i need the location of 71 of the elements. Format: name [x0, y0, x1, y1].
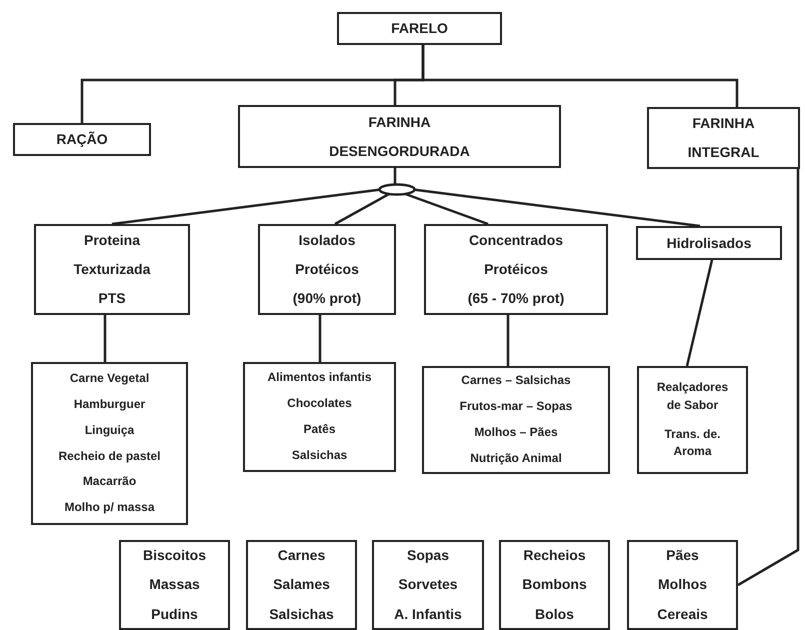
connector-line	[506, 315, 510, 366]
node-label: (90% prot)	[292, 288, 362, 308]
node-label: PTS	[98, 288, 126, 308]
node-label: Salames	[273, 575, 330, 594]
node-label: Pudins	[151, 604, 198, 624]
node-label: FARINHA INTEGRAL	[686, 114, 760, 162]
node-label: Salsichas	[292, 446, 348, 464]
text-box	[119, 540, 230, 630]
node-label: Proteina Texturizada	[72, 231, 152, 280]
node-label: Hamburguer	[74, 396, 146, 413]
node-label: Frutos-mar – Sopas	[460, 398, 572, 416]
node-label: Molhos	[658, 575, 707, 594]
connector-line	[412, 188, 700, 228]
node-label: Molhos – Pães	[474, 424, 558, 441]
node-label: RAÇÃO	[56, 130, 108, 150]
text-box	[31, 362, 188, 525]
node-label: A. Infantis	[394, 604, 462, 624]
node-label: Isolados Protéicos	[294, 231, 360, 280]
text-box	[246, 540, 357, 630]
node-label: Linguiça	[84, 422, 134, 439]
node-label: Trans. de. Aroma	[663, 426, 722, 460]
node-label: Pães	[666, 546, 699, 565]
text-box	[637, 366, 748, 474]
text-box	[647, 107, 800, 169]
node-label: Sorvetes	[398, 575, 458, 594]
node-label: Concentrados Protéicos	[468, 231, 564, 280]
connector-line	[104, 315, 106, 362]
connector-line	[394, 168, 396, 184]
text-box	[13, 123, 151, 156]
connector-line	[404, 192, 488, 226]
node-label: Recheio de pastel	[58, 448, 161, 464]
node-label: Molho p/ massa	[64, 499, 155, 516]
connector-line	[318, 315, 322, 362]
text-box	[627, 540, 738, 630]
connector-line	[686, 260, 714, 366]
connector-line	[112, 188, 382, 226]
text-box	[424, 224, 608, 315]
node-label: Bombons	[522, 575, 587, 594]
connector-line	[334, 192, 391, 226]
node-label: FARELO	[391, 19, 448, 38]
node-label: Recheios	[523, 546, 586, 565]
node-label: Biscoitos	[142, 546, 206, 565]
text-box	[337, 12, 502, 45]
text-box	[258, 224, 396, 315]
text-box	[243, 362, 396, 472]
node-label: Alimentos infantis	[267, 369, 372, 386]
node-label: Cereais	[657, 604, 708, 624]
node-label: Carnes – Salsichas	[461, 372, 571, 390]
text-box	[34, 224, 190, 315]
text-box	[636, 226, 782, 260]
node-label: Massas	[149, 575, 200, 594]
text-box	[422, 366, 610, 474]
connector-line	[422, 45, 738, 107]
node-label: Hidrolisados	[666, 234, 752, 253]
text-box	[238, 105, 561, 168]
node-label: Carne Vegetal	[70, 370, 150, 388]
node-label: Chocolates	[287, 395, 352, 412]
text-box	[372, 540, 484, 630]
node-label: Realçadores de Sabor	[656, 379, 730, 414]
node-label: Macarrão	[82, 473, 136, 490]
node-label: Nutrição Animal	[470, 450, 562, 467]
node-label: Carnes	[278, 546, 326, 565]
connector-line	[737, 169, 800, 586]
junction-ellipse	[378, 183, 416, 196]
node-label: Patês	[303, 421, 336, 438]
node-label: Bolos	[535, 604, 574, 624]
node-label: Sopas	[406, 546, 449, 565]
node-label: Salsichas	[269, 604, 334, 624]
text-box	[499, 540, 610, 630]
node-label: FARINHA DESENGORDURADA	[328, 112, 471, 160]
node-label: (65 - 70% prot)	[468, 288, 564, 308]
